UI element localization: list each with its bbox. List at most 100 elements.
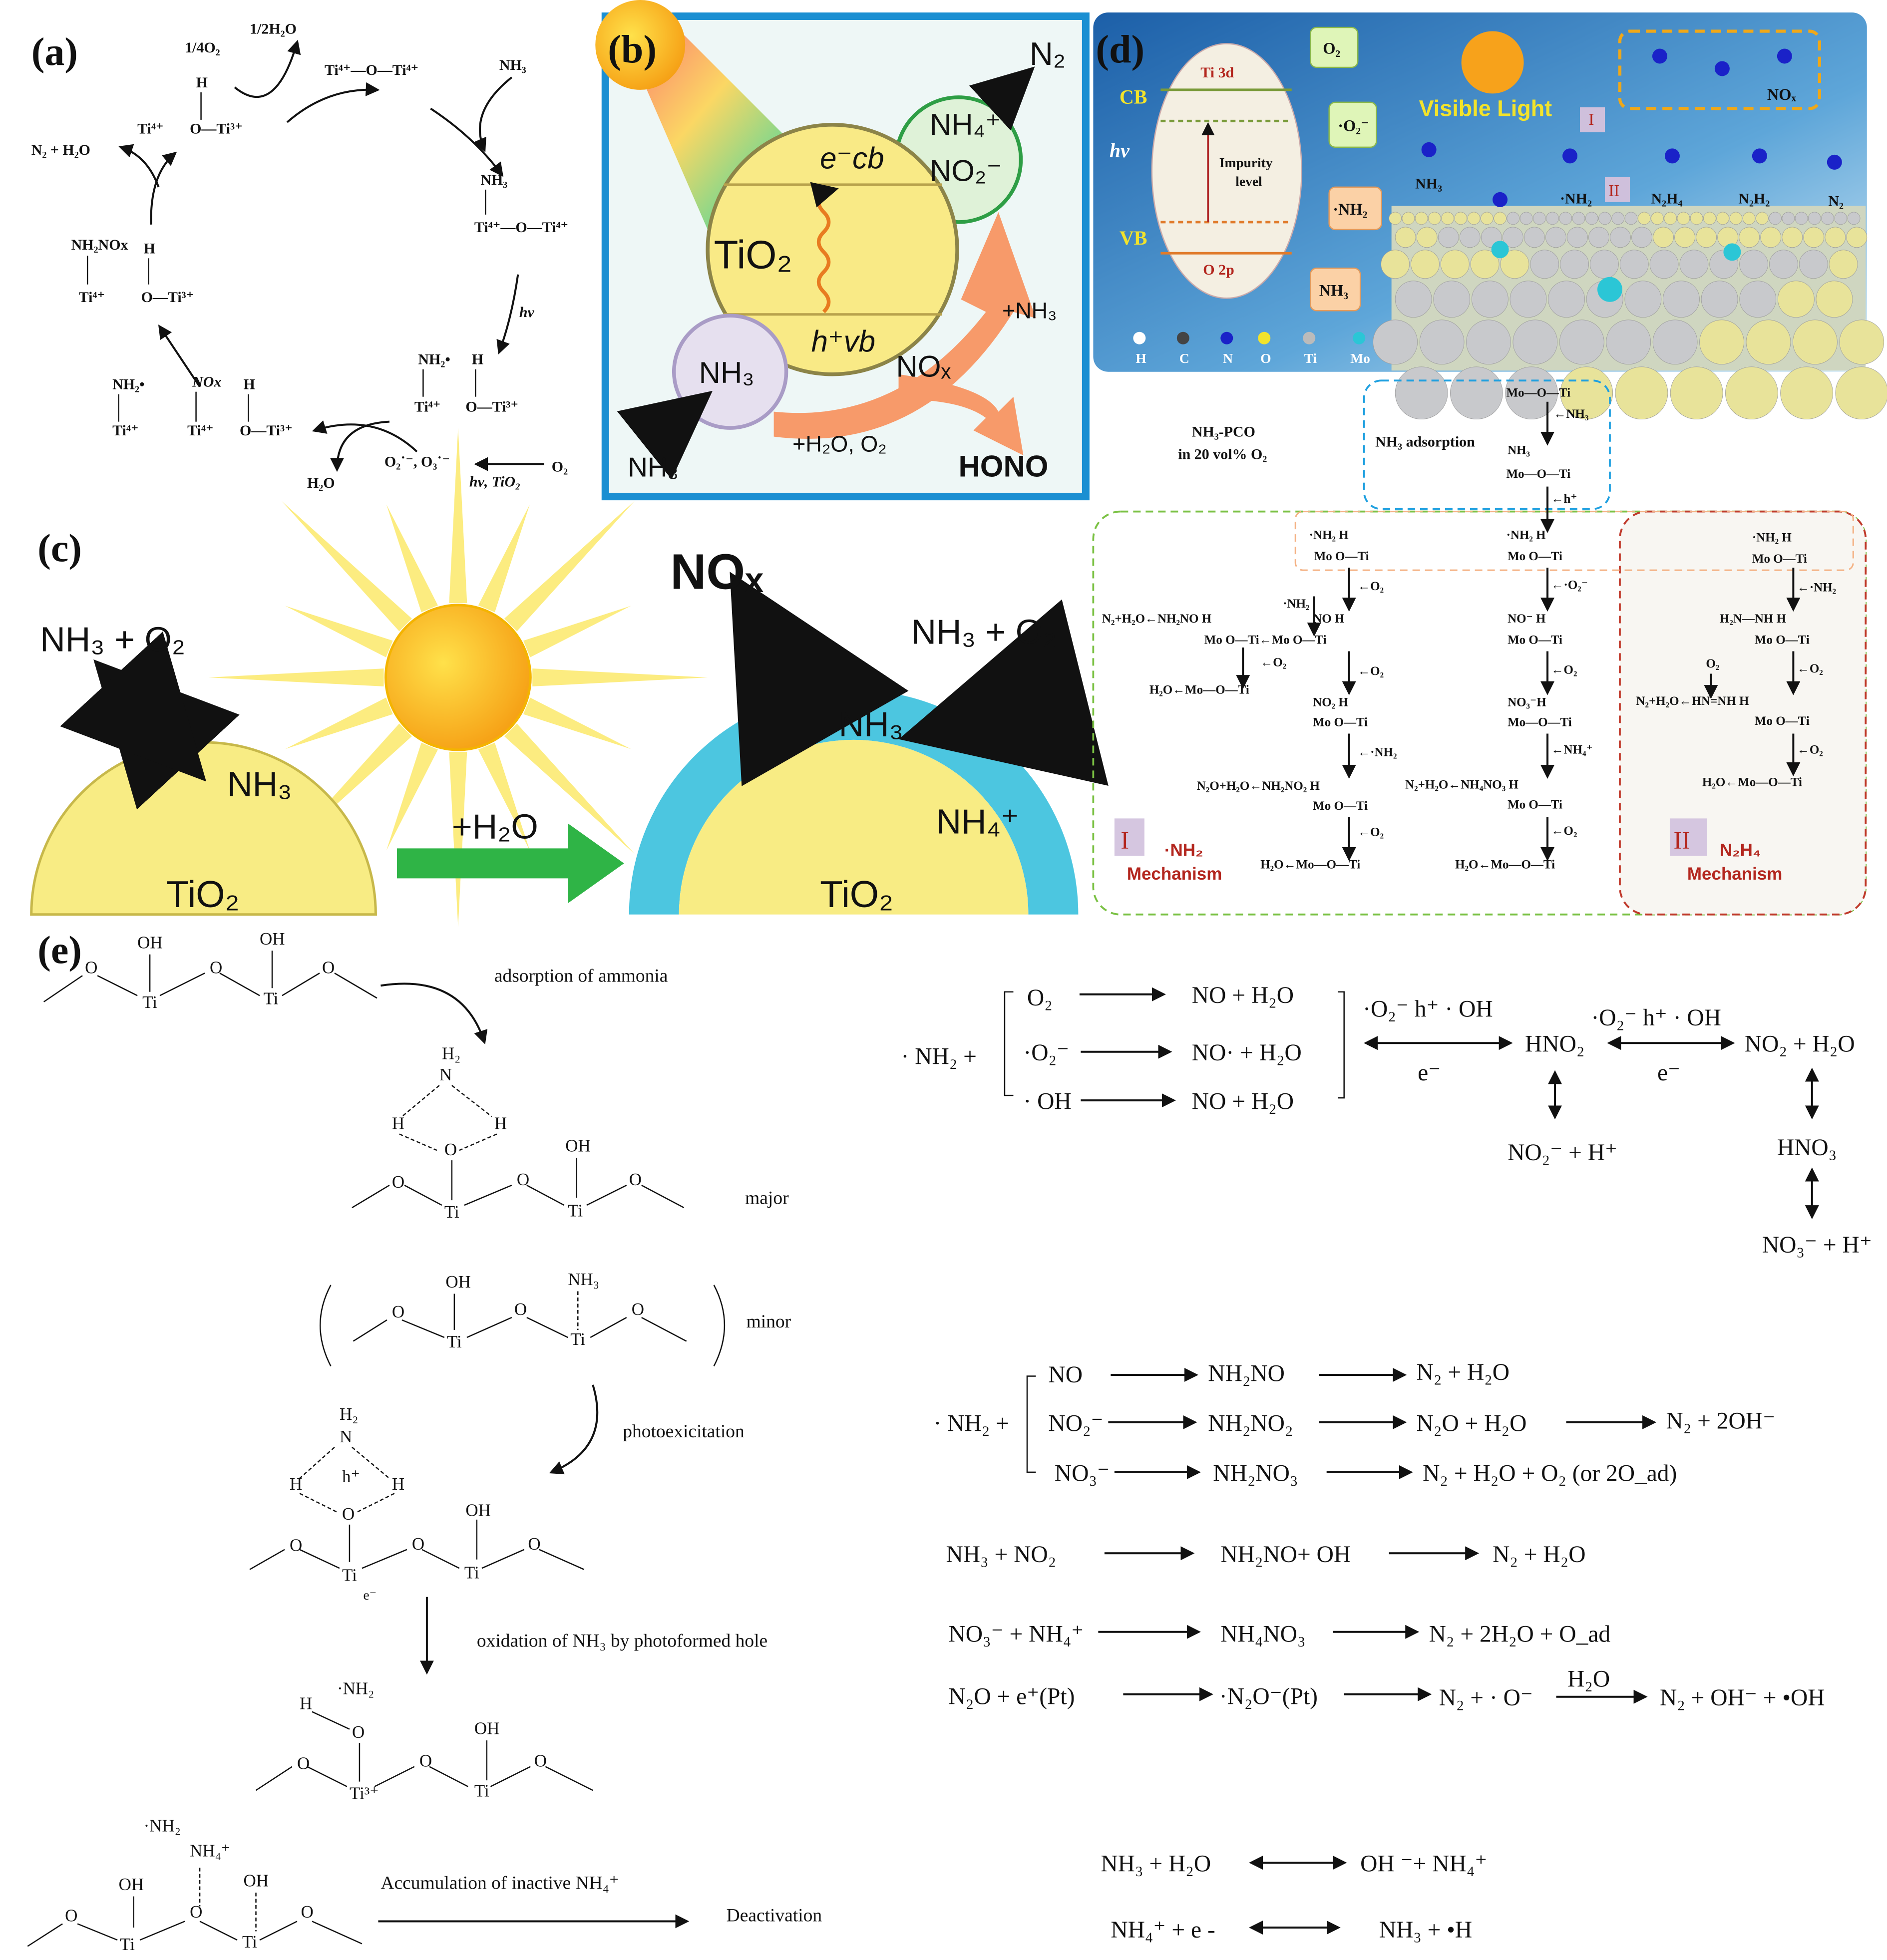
panel-e-left-label: Ti [444, 1202, 459, 1222]
panel-d-mechanism-label: Mo O—Ti [1508, 798, 1562, 811]
panel-b-label: +NH₃ [1002, 298, 1057, 323]
panel-e-left-label: O [190, 1902, 202, 1922]
panel-e-left-label: O [342, 1504, 355, 1524]
panel-d-mechanism-label: NO H [1313, 612, 1345, 626]
purple-arrow [617, 390, 713, 480]
panel-d-mechanism-label: Mo—O—Ti [1507, 386, 1571, 400]
sun-ray [386, 742, 438, 851]
panel-e-right-label: NH₂NO+ OH [1220, 1542, 1351, 1568]
sun-icon [595, 0, 686, 90]
hydrogen-bond [459, 1133, 497, 1151]
panel-d-mechanism-label: N₂+H₂O←NH₂NO H [1102, 612, 1212, 626]
panel-d-scheme-label: CB [1120, 85, 1147, 108]
atom-legend-ball [1176, 331, 1189, 344]
double-arrow [60, 631, 240, 810]
panel-d-scheme [1093, 12, 1887, 420]
panel-e-left-label: Ti [474, 1781, 489, 1801]
panel-c-label: NH₃ + O₂ [911, 613, 1057, 652]
green-arrow [396, 823, 624, 904]
panel-d-mechanism-label: Mo O—Ti [1752, 552, 1807, 566]
panel-label: (d) [1096, 27, 1144, 71]
panel-d-mechanism-label: Mo O—Ti [1508, 550, 1562, 563]
panel-e-right-label: ·O₂⁻ h⁺ · OH [1591, 1005, 1721, 1031]
panel-e-left-label: Ti [142, 992, 157, 1012]
sun-ray [504, 501, 635, 632]
panel-d-scheme-label: O₂ [1323, 39, 1340, 57]
panel-e-right-label: NH₃ + •H [1379, 1917, 1473, 1943]
panel-d-mechanism-label: NO⁻ H [1508, 612, 1546, 626]
panel-label: (b) [608, 27, 657, 71]
sun-icon [384, 604, 532, 751]
panel-d-scheme-label: O 2p [1203, 262, 1234, 278]
panel-e-left-label: H [392, 1114, 404, 1133]
panel-d-mechanism-label: ←O₂ [1797, 662, 1823, 675]
panel-a-label: NH₂NOx [71, 237, 128, 253]
nh2-box [1328, 186, 1382, 231]
panel-e-right-label: N₂ + H₂O + O₂ (or 2O_ad) [1423, 1460, 1677, 1486]
panel-d-mechanism-label: ←O₂ [1551, 824, 1577, 838]
panel-e-left-label: OH [244, 1871, 269, 1891]
reaction-arrow [150, 151, 177, 225]
panel-e-left-label: N [439, 1065, 452, 1084]
panel-e-left-label: Deactivation [727, 1906, 822, 1926]
panel-d-mechanism-label: H₂O←Mo—O—Ti [1149, 683, 1249, 696]
nitrogen-atom [1714, 61, 1730, 76]
panel-a-label: N₂ + H₂O [31, 142, 90, 158]
panel-e-left-label: O [629, 1170, 642, 1189]
panel-e-left-label: ·NH₂ [144, 1816, 181, 1836]
panel-e-right-label: e⁻ [1418, 1060, 1441, 1086]
panel-e-left-label: O [412, 1534, 424, 1554]
reaction-arrow [158, 325, 201, 387]
panel-e-right-label: NO₃⁻ + H⁺ [1762, 1232, 1872, 1258]
panel-d-mechanism-label: NH₃ adsorption [1375, 434, 1475, 450]
panel-d-mechanism-label: ←NH₃ [1554, 407, 1589, 421]
nh3-arrow [898, 599, 1109, 786]
panel-d-mechanism-label: I [1121, 826, 1129, 854]
sun-ray [386, 504, 438, 613]
panel-e-right-label: · NH₂ + [934, 1410, 1009, 1436]
panel-e-right-label: N₂ + OH⁻ + •OH [1660, 1685, 1825, 1711]
panel-a-label: 1/4O₂ [185, 39, 220, 56]
panel-d-mechanism-label: ←h⁺ [1551, 492, 1577, 506]
panel-d-mechanism-label: ←·NH₂ [1797, 581, 1836, 595]
panel-a-label: O—Ti³⁺ [240, 422, 293, 439]
panel-e-right-label: NH₂NO₂ [1208, 1410, 1293, 1436]
panel-e-left-label: NH₃ [568, 1270, 599, 1289]
panel-d-mechanism-label: Mo O—Ti←Mo O—Ti [1204, 634, 1327, 647]
panel-label: (a) [31, 30, 78, 74]
panel-e-left-label: Ti [568, 1201, 583, 1221]
nox-arrow [730, 572, 909, 786]
panel-e-left-label: Ti [342, 1565, 357, 1585]
panel-c-label: NH₃ + O₂ [40, 620, 185, 659]
reaction-arrow [234, 39, 301, 98]
sun-icon [1461, 31, 1524, 94]
panel-b-label: NOₓ [896, 350, 951, 383]
panel-e-left-label: O [352, 1722, 365, 1742]
panel-d-mechanism-label: ←O₂ [1797, 743, 1823, 756]
panel-e-right-label: e⁻ [1657, 1060, 1680, 1086]
hydrogen-bond [299, 1493, 338, 1513]
sun-ray [532, 668, 708, 686]
panel-b-label: +H₂O, O₂ [792, 431, 887, 457]
panel-e-right-label: NH₂NO₃ [1213, 1460, 1298, 1486]
panel-e-left-label: NH₄⁺ [190, 1841, 230, 1861]
bond-line [319, 1285, 332, 1367]
bond-line [27, 1921, 363, 1947]
nitrogen-atom [1421, 142, 1437, 157]
panel-e-left-label: OH [445, 1272, 471, 1292]
panel-e-left-label: adsorption of ammonia [494, 966, 668, 986]
panel-e-left-label: H [494, 1114, 507, 1133]
panel-a-label: Ti⁴⁺ [112, 422, 139, 439]
panel-e-right-label: NO₂ + H₂O [1745, 1031, 1855, 1057]
panel-e-right-label: · NH₂ + [901, 1044, 977, 1070]
panel-d-scheme-label: Mo [1350, 351, 1370, 366]
superoxide-box [1328, 101, 1377, 148]
panel-label: (e) [37, 928, 82, 972]
panel-e-right-label: N₂ + · O⁻ [1439, 1685, 1533, 1711]
panel-d-mechanism-label: Mo O—Ti [1313, 799, 1368, 813]
panel-d-scheme-label: NH₃ [1415, 175, 1442, 192]
panel-d-mechanism-label: NH₃ [1508, 444, 1530, 457]
panel-a-label: O—Ti³⁺ [465, 399, 518, 415]
sun-ray [449, 428, 467, 604]
panel-e-left-label: O [301, 1902, 313, 1922]
